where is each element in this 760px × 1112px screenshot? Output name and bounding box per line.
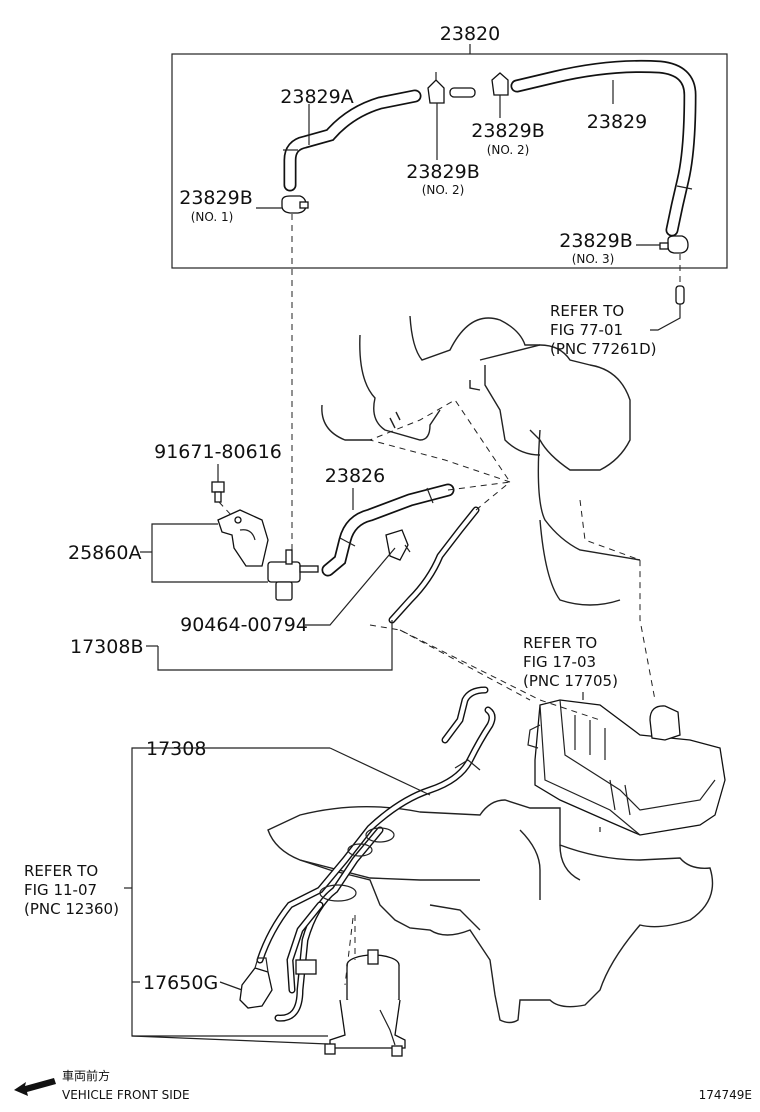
label-17308: 17308 [146,738,206,760]
ref-1107-line2: FIG 11-07 [24,881,97,899]
label-91671: 91671-80616 [154,441,282,463]
leader-90464 [305,547,396,626]
clamp-90464 [385,529,411,561]
label-23829a: 23829A [280,86,353,108]
label-23829b-no3: 23829B [559,230,632,252]
label-23829: 23829 [587,111,647,133]
leaders-top [256,80,660,246]
ref-7701-line1: REFER TO [550,302,624,320]
label-90464: 90464-00794 [180,614,308,636]
direction-jp: 車両前方 [62,1068,110,1083]
connector-23829b-no2-left [427,72,445,104]
sublabel-23829b-no2-left: (NO. 2) [422,183,465,197]
label-23829b-no2-right: 23829B [471,120,544,142]
bracket-17308b [146,620,393,671]
bolt-dash [218,501,233,517]
sublabel-23829b-no2-right: (NO. 2) [487,143,530,157]
direction-en: VEHICLE FRONT SIDE [62,1088,190,1102]
ref-1107-line3: (PNC 12360) [24,900,119,918]
air-cleaner [527,699,726,836]
engine-mount [324,915,406,1057]
label-25860a: 25860A [68,542,141,564]
vsv-25860a [217,509,319,601]
hose-23829 [510,59,697,237]
connector-23829b-no2-right [491,72,509,96]
clamp-23829b-no1 [281,195,309,214]
label-17650g: 17650G [143,972,218,994]
ref-7701-line3: (PNC 77261D) [550,340,656,358]
vehicle-front-arrow-icon [14,1078,56,1096]
pipe-assy-17308 [256,686,496,1022]
label-23826: 23826 [325,465,385,487]
group-23820-box [171,44,728,269]
figure-id: 174749E [699,1088,752,1102]
ref-1703-line2: FIG 17-03 [523,653,596,671]
label-23829b-no1: 23829B [179,187,252,209]
engine-outline [321,315,641,606]
label-23820: 23820 [440,23,500,45]
bracket-25860a [140,523,268,583]
ref-1703-line1: REFER TO [523,634,597,652]
hose-23826 [321,483,455,577]
ref-1107-line1: REFER TO [24,862,98,880]
label-17308b: 17308B [70,636,143,658]
dashed-routing [344,399,656,986]
pipe-joint [449,87,476,98]
hose-23829a [283,89,422,192]
hose-17308b [388,506,480,624]
bracket-17308-group [124,747,431,1045]
pipe-stub-77261d [650,254,685,331]
clamp-23829b-no3 [659,235,689,254]
sublabel-23829b-no1: (NO. 1) [191,210,234,224]
ref-7701-line2: FIG 77-01 [550,321,623,339]
label-23829b-no2-left: 23829B [406,161,479,183]
bolt-91671 [211,481,225,503]
sublabel-23829b-no3: (NO. 3) [572,252,615,266]
ref-1703-line3: (PNC 17705) [523,672,618,690]
bracket-17650g [239,957,273,1009]
